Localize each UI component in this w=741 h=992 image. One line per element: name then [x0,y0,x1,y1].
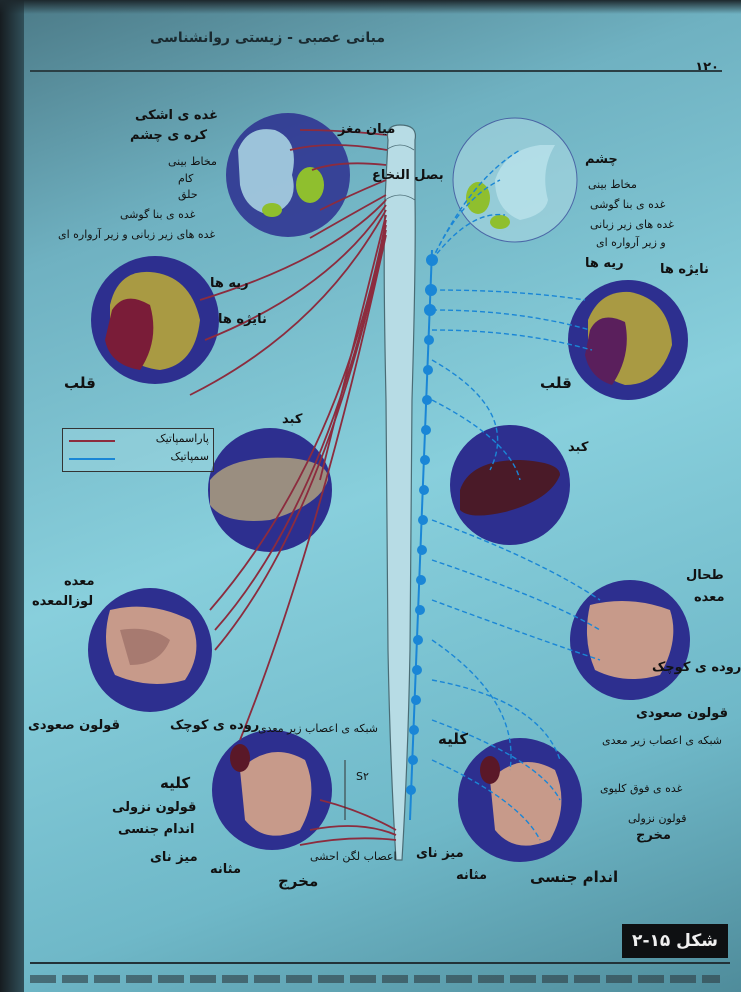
label-descending-colon: قولون نزولی [112,800,196,815]
label-heart: قلب [64,374,96,392]
label-stomach: معده [64,574,95,589]
spinal-cord [384,125,415,860]
label-palate: کام [178,172,193,185]
label-right-descending-colon: قولون نزولی [628,812,687,825]
legend-parasympathetic-swatch [69,440,115,442]
label-ureter: میز نای [150,850,198,865]
label-right-rectum: مخرج [636,828,671,843]
label-throat: حلق [178,188,198,201]
legend-sympathetic-label: سمپاتیک [171,450,209,463]
label-right-parotid: غده ی بنا گوشی [590,198,665,211]
label-right-ascending-colon: قولون صعودی [636,706,728,721]
label-right-liver: کبد [568,440,588,455]
label-genitals: اندام جنسی [118,822,194,837]
header-rule [30,70,722,72]
caption-text-line [30,975,720,983]
label-right-mesenteric: شبکه ی اعصاب زیر معدی [602,734,722,747]
label-adrenal-gland: غده ی فوق کلیوی [600,782,682,795]
label-nasal-mucosa: مخاط بینی [168,155,217,168]
label-right-bronchi: نایژه ها [660,262,709,277]
label-midbrain: میان مغز [338,122,395,137]
figure-rule [30,962,730,964]
label-liver: کبد [282,412,302,427]
label-right-bladder: مثانه [456,868,487,883]
label-parotid-gland: غده ی بنا گوشی [120,208,195,221]
legend-box: پاراسمپاتیک سمپاتیک [62,428,214,472]
label-eyeball: کره ی چشم [130,128,207,143]
label-bladder: مثانه [210,862,241,877]
label-right-sublingual: غده های زیر زبانی [590,218,674,231]
label-small-intestine: روده ی کوچک [170,718,259,733]
label-salivary-glands: غده های زیر زبانی و زیر آرواره ای [58,228,215,241]
label-ascending-colon: قولون صعودی [28,718,120,733]
label-mesenteric-plexus: شبکه ی اعصاب زیر معدی [258,722,378,735]
label-right-submandibular: و زیر آرواره ای [596,236,666,249]
label-right-ureter: میز نای [416,846,464,861]
label-right-genitals: اندام جنسی [530,868,618,886]
label-right-nasal-mucosa: مخاط بینی [588,178,637,191]
label-rectum: مخرج [278,872,318,890]
label-sacral: S۲ [356,770,369,783]
label-right-kidney: کلیه [438,730,468,748]
legend-parasympathetic: پاراسمپاتیک [69,432,209,450]
label-bronchi: نایژه ها [218,312,267,327]
legend-sympathetic: سمپاتیک [69,450,209,468]
label-pelvic-nerves: اعصاب لگن احشی [310,850,397,863]
label-kidney: کلیه [160,774,190,792]
label-right-small-intestine: روده ی کوچک [652,660,741,675]
label-lacrimal-gland: غده ی اشکی [135,108,218,123]
label-right-eye: چشم [585,152,618,167]
legend-sympathetic-swatch [69,458,115,460]
label-lungs: ریه ها [210,276,249,291]
page-header-title: مبانی عصبی - زیستی روانشناسی [150,30,385,46]
label-spleen: طحال [686,568,724,583]
label-right-heart: قلب [540,374,572,392]
figure-label: شکل ۱۵-۲ [622,924,728,958]
label-right-lungs: ریه ها [585,256,624,271]
legend-parasympathetic-label: پاراسمپاتیک [156,432,209,445]
label-right-stomach: معده [694,590,725,605]
label-pancreas: لوزالمعده [32,594,93,609]
label-medulla: بصل النخاع [372,168,444,183]
page-number: ۱۲۰ [695,60,719,75]
